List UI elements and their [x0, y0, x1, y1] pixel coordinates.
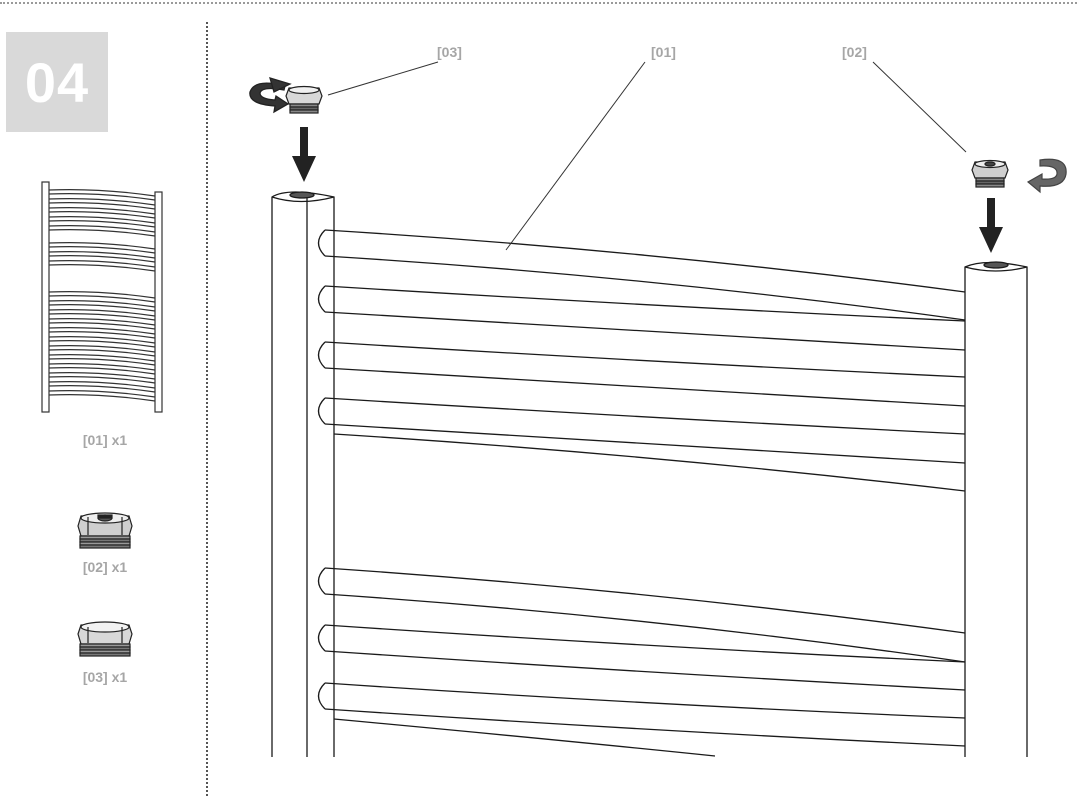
part-label-blank-plug: [03] x1 [82, 669, 128, 685]
callout-air-vent: [02] [842, 44, 867, 60]
callout-leader-lines [327, 61, 967, 251]
part-label-air-vent: [02] x1 [82, 559, 128, 575]
down-arrow-icon-left [292, 127, 316, 182]
step-number-badge: 04 [6, 32, 108, 132]
blank-plug-assembly-part [285, 85, 323, 114]
rotate-arrow-icon-left [249, 77, 292, 114]
radiator-main-drawing [271, 191, 1028, 757]
top-dotted-border [0, 2, 1077, 4]
rotate-arrow-icon-right [1026, 158, 1067, 194]
panel-divider [206, 22, 208, 796]
callout-radiator: [01] [651, 44, 676, 60]
blanking-plug-icon [77, 621, 133, 657]
part-label-radiator: [01] x1 [82, 432, 128, 448]
air-vent-assembly-part [971, 159, 1009, 188]
towel-radiator-icon [41, 181, 163, 413]
down-arrow-icon-right [979, 198, 1003, 253]
air-vent-plug-icon [77, 512, 133, 549]
callout-blank-plug: [03] [437, 44, 462, 60]
